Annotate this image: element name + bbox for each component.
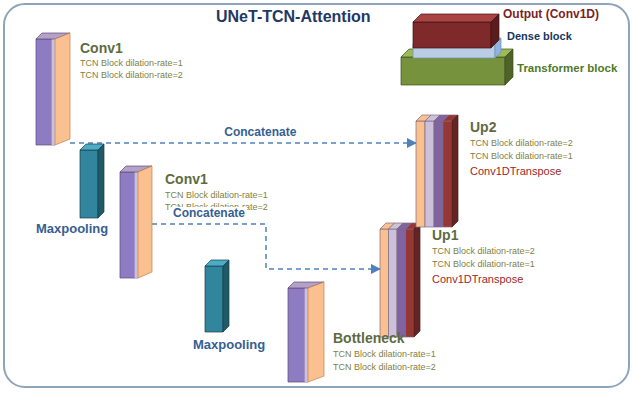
maxpool-layer: Maxpooling: [36, 144, 109, 238]
layer-detail: TCN Block dilation-rate=1: [333, 349, 436, 359]
layer-detail: Conv1DTranspose: [470, 165, 561, 178]
layer-label: Transformer block: [517, 62, 617, 75]
upsample-layer-shape: [416, 115, 458, 227]
diagram-frame: UNeT-TCN-AttentionConv1TCN Block dilatio…: [3, 3, 630, 388]
concatenate-connector: [70, 142, 416, 144]
conv-layer: Conv1TCN Block dilation-rate=1TCN Block …: [36, 33, 184, 146]
layer-detail: Conv1DTranspose: [432, 273, 523, 286]
layer-label: Bottleneck: [333, 330, 405, 346]
layer-label: Conv1: [80, 40, 123, 56]
maxpool-layer-shape: [205, 260, 229, 332]
conv-layer-shape: [36, 33, 70, 145]
layer-label: Up1: [432, 227, 458, 243]
layer-label: Maxpooling: [193, 338, 265, 353]
layer-detail: TCN Block dilation-rate=1: [165, 190, 268, 200]
output-layer: Output (Conv1D): [413, 8, 600, 49]
maxpool-layer-shape: [80, 144, 104, 218]
upsample-layer: Up1TCN Block dilation-rate=2TCN Block di…: [380, 223, 536, 338]
conv-layer: Conv1TCN Block dilation-rate=1TCN Block …: [120, 166, 269, 279]
layer-detail: TCN Block dilation-rate=1: [470, 151, 573, 161]
layer-detail: TCN Block dilation-rate=2: [432, 246, 535, 256]
layer-detail: TCN Block dilation-rate=2: [80, 70, 183, 80]
layer-label: Output (Conv1D): [503, 8, 599, 22]
concatenate-connector: [152, 224, 380, 269]
upsample-layer: Up2TCN Block dilation-rate=2TCN Block di…: [416, 115, 574, 228]
layer-label: Dense block: [507, 30, 572, 43]
layer-label: UNeT-TCN-Attention: [216, 8, 371, 26]
layer-detail: TCN Block dilation-rate=2: [470, 138, 573, 148]
layer-detail: TCN Block dilation-rate=1: [80, 58, 183, 68]
edge-label: Concatenate: [171, 207, 247, 221]
maxpool-layer: Maxpooling: [193, 260, 266, 354]
edge-label: Concatenate: [222, 126, 298, 140]
bottleneck-layer-shape: [288, 282, 324, 382]
output-layer-shape: [413, 14, 499, 48]
layer-label: Conv1: [165, 171, 208, 187]
conv-layer-shape: [120, 166, 152, 278]
layer-detail: TCN Block dilation-rate=2: [333, 362, 436, 372]
layer-detail: TCN Block dilation-rate=1: [432, 259, 535, 269]
layer-label: Up2: [470, 119, 496, 135]
layer-label: Maxpooling: [36, 222, 108, 237]
upsample-layer-shape: [380, 223, 420, 337]
